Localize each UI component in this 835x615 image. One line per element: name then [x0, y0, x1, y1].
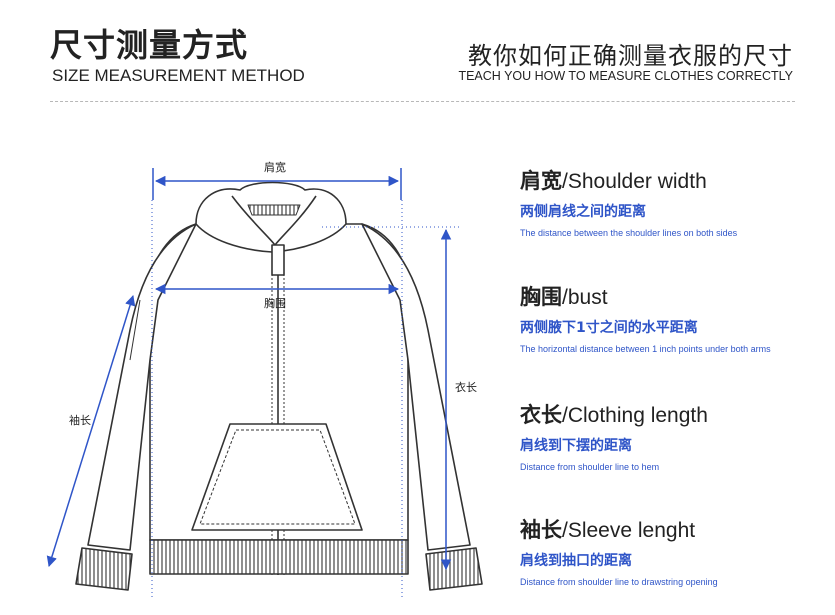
- measure-desc-cn: 肩线到抽口的距离: [520, 553, 632, 569]
- measurement-shoulder: 肩宽/Shoulder width 两侧肩线之间的距离 The distance…: [520, 165, 820, 238]
- measure-desc-cn: 两侧腋下1寸之间的水平距离: [520, 320, 698, 336]
- sleeve-label: 袖长: [69, 413, 91, 427]
- measure-title-cn: 衣长: [520, 403, 562, 427]
- hoodie-outline: [75, 181, 483, 591]
- measure-title-en: /bust: [562, 286, 608, 309]
- measure-title-en: /Sleeve lenght: [562, 519, 696, 542]
- measure-desc-cn: 肩线到下摆的距离: [520, 438, 632, 454]
- measure-title-cn: 袖长: [520, 518, 562, 542]
- page-title-en: SIZE MEASUREMENT METHOD: [52, 66, 305, 85]
- shoulder-label: 肩宽: [264, 160, 286, 174]
- measure-title-en: /Shoulder width: [562, 170, 707, 193]
- measurement-guides: [46, 168, 460, 600]
- sleeve-arrow: [46, 294, 136, 568]
- measure-desc-en: The horizontal distance between 1 inch p…: [520, 344, 771, 354]
- page-title: 尺寸测量方式: [50, 26, 249, 64]
- hoodie-diagram: 肩宽 胸围 衣长 袖长: [46, 160, 483, 600]
- page-subtitle-en: TEACH YOU HOW TO MEASURE CLOTHES CORRECT…: [458, 69, 793, 83]
- measure-desc-en: Distance from shoulder line to drawstrin…: [520, 577, 718, 587]
- bust-label: 胸围: [264, 296, 286, 310]
- measure-desc-en: Distance from shoulder line to hem: [520, 462, 660, 472]
- measure-desc-cn: 两侧肩线之间的距离: [520, 204, 646, 220]
- measure-title-cn: 肩宽: [520, 169, 562, 193]
- page-subtitle: 教你如何正确测量衣服的尺寸: [468, 42, 793, 70]
- measure-title-en: /Clothing length: [562, 404, 708, 427]
- measurement-sleeve: 袖长/Sleeve lenght 肩线到抽口的距离 Distance from …: [520, 514, 820, 587]
- header-divider: [50, 101, 795, 102]
- length-label: 衣长: [455, 380, 477, 394]
- measurement-length: 衣长/Clothing length 肩线到下摆的距离 Distance fro…: [520, 399, 820, 472]
- measure-title-cn: 胸围: [520, 285, 562, 309]
- measurement-bust: 胸围/bust 两侧腋下1寸之间的水平距离 The horizontal dis…: [520, 281, 820, 354]
- measure-desc-en: The distance between the shoulder lines …: [520, 228, 738, 238]
